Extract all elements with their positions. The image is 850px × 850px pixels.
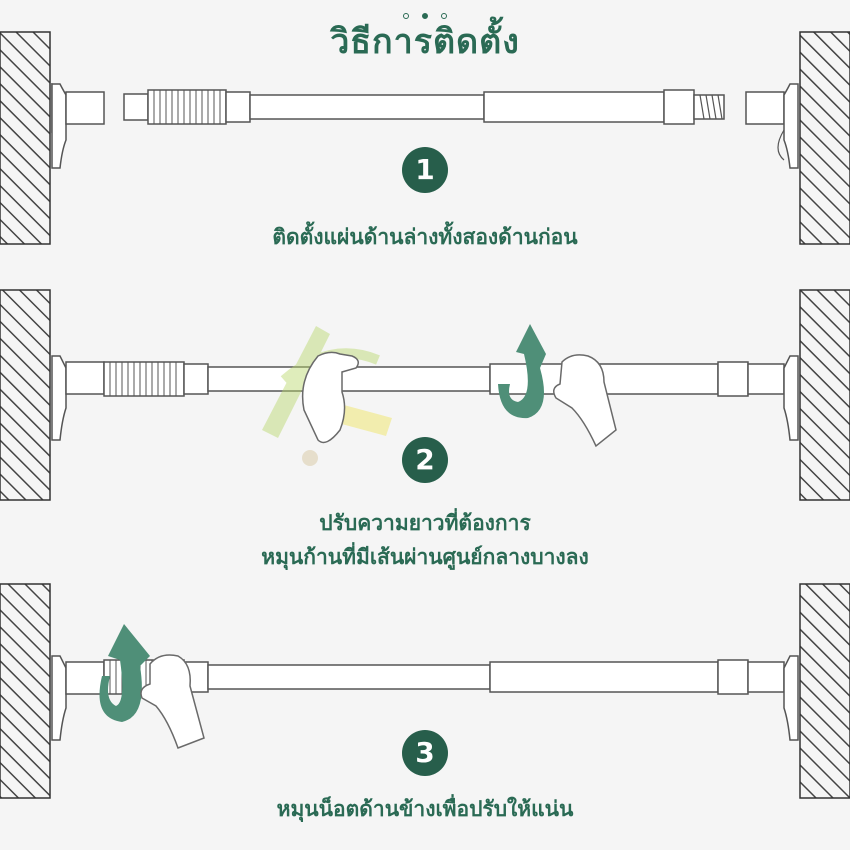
rod-end-cap [123, 93, 149, 121]
hand-icon [553, 354, 617, 448]
rod-outer-tube [483, 91, 665, 123]
rod-inner-tube [249, 94, 485, 120]
step-2-line-2: หมุนก้านที่มีเส้นผ่านศูนย์กลางบางลง [261, 545, 589, 569]
hand-icon [140, 654, 205, 749]
rotate-arrow-icon [498, 324, 546, 419]
right-mount [747, 363, 785, 395]
left-wall [0, 583, 51, 799]
left-mount [51, 355, 67, 441]
step-2-line-1: ปรับความยาวที่ต้องการ [319, 511, 531, 535]
hand-icon [301, 351, 359, 444]
step-2-illustration [0, 289, 850, 501]
step-1-caption: ติดตั้งแผ่นด้านล่างทั้งสองด้านก่อน [0, 220, 850, 254]
left-wall [0, 31, 51, 245]
step-1-badge: 1 [402, 147, 448, 193]
left-wall [0, 289, 51, 501]
rotate-arrow-icon [99, 624, 150, 722]
step-3-caption: หมุนน็อตด้านข้างเพื่อปรับให้แน่น [0, 792, 850, 826]
step-1-line-1: ติดตั้งแผ่นด้านล่างทั้งสองด้านก่อน [272, 225, 578, 249]
step-1-illustration [0, 31, 850, 245]
step-3-badge: 3 [402, 730, 448, 776]
step-2-badge: 2 [402, 437, 448, 483]
step-3-illustration [0, 583, 850, 799]
rod-inner-tube [207, 664, 491, 690]
step-3-line-1: หมุนน็อตด้านข้างเพื่อปรับให้แน่น [276, 797, 574, 821]
carousel-dot[interactable] [402, 13, 409, 19]
right-wall [799, 583, 850, 799]
carousel-dots[interactable] [0, 4, 850, 23]
rod-outer-tube [489, 661, 719, 693]
carousel-dot-active[interactable] [422, 13, 428, 19]
right-wall [799, 31, 850, 245]
page-title: วิธีการติดตั้ง [330, 22, 520, 62]
left-mount [51, 655, 67, 741]
right-mount [747, 661, 785, 693]
carousel-dot[interactable] [441, 13, 448, 19]
right-wall [799, 289, 850, 501]
rod-grip [103, 361, 185, 397]
right-mount [745, 91, 785, 125]
step-2-caption: ปรับความยาวที่ต้องการ หมุนก้านที่มีเส้นผ… [0, 506, 850, 574]
